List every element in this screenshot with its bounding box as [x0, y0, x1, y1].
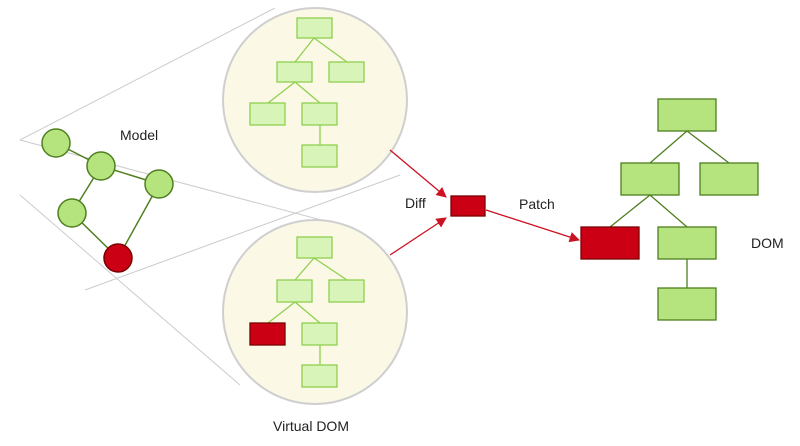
virtual-dom-old: [222, 7, 408, 193]
virtual-dom-label: Virtual DOM: [273, 418, 349, 434]
dom-node: [699, 162, 759, 196]
vdom-node: [249, 102, 286, 126]
model-node: [144, 169, 174, 199]
dom-node: [620, 162, 680, 196]
dom-node-patched: [580, 226, 640, 260]
dom-node: [657, 98, 717, 132]
diff-label: Diff: [405, 195, 426, 211]
vdom-node: [296, 17, 333, 39]
vdom-node: [328, 279, 365, 303]
dom-node: [657, 226, 717, 260]
model-node-changed: [103, 243, 133, 273]
vdom-node: [328, 61, 365, 83]
vdom-node: [296, 236, 333, 259]
dom-node: [657, 287, 717, 321]
model-node: [57, 198, 87, 228]
diff-box: [450, 195, 486, 217]
patch-arrow: [485, 209, 580, 243]
dom-label: DOM: [751, 235, 784, 251]
model-node: [41, 128, 71, 158]
vdom-node-changed: [249, 322, 286, 346]
zoom-cone-lines: [19, 7, 401, 386]
diff-arrows: [389, 149, 447, 256]
vdom-node: [276, 279, 313, 303]
virtual-dom-new: [222, 219, 408, 405]
model-label: Model: [120, 127, 158, 143]
vdom-node: [301, 364, 338, 388]
vdom-node: [276, 61, 313, 83]
patch-label: Patch: [519, 196, 555, 212]
real-dom-tree: [580, 98, 759, 321]
vdom-node: [301, 102, 338, 126]
vdom-node: [301, 144, 338, 168]
model-node: [86, 151, 116, 181]
model-graph: [41, 128, 174, 273]
vdom-node: [301, 322, 338, 346]
